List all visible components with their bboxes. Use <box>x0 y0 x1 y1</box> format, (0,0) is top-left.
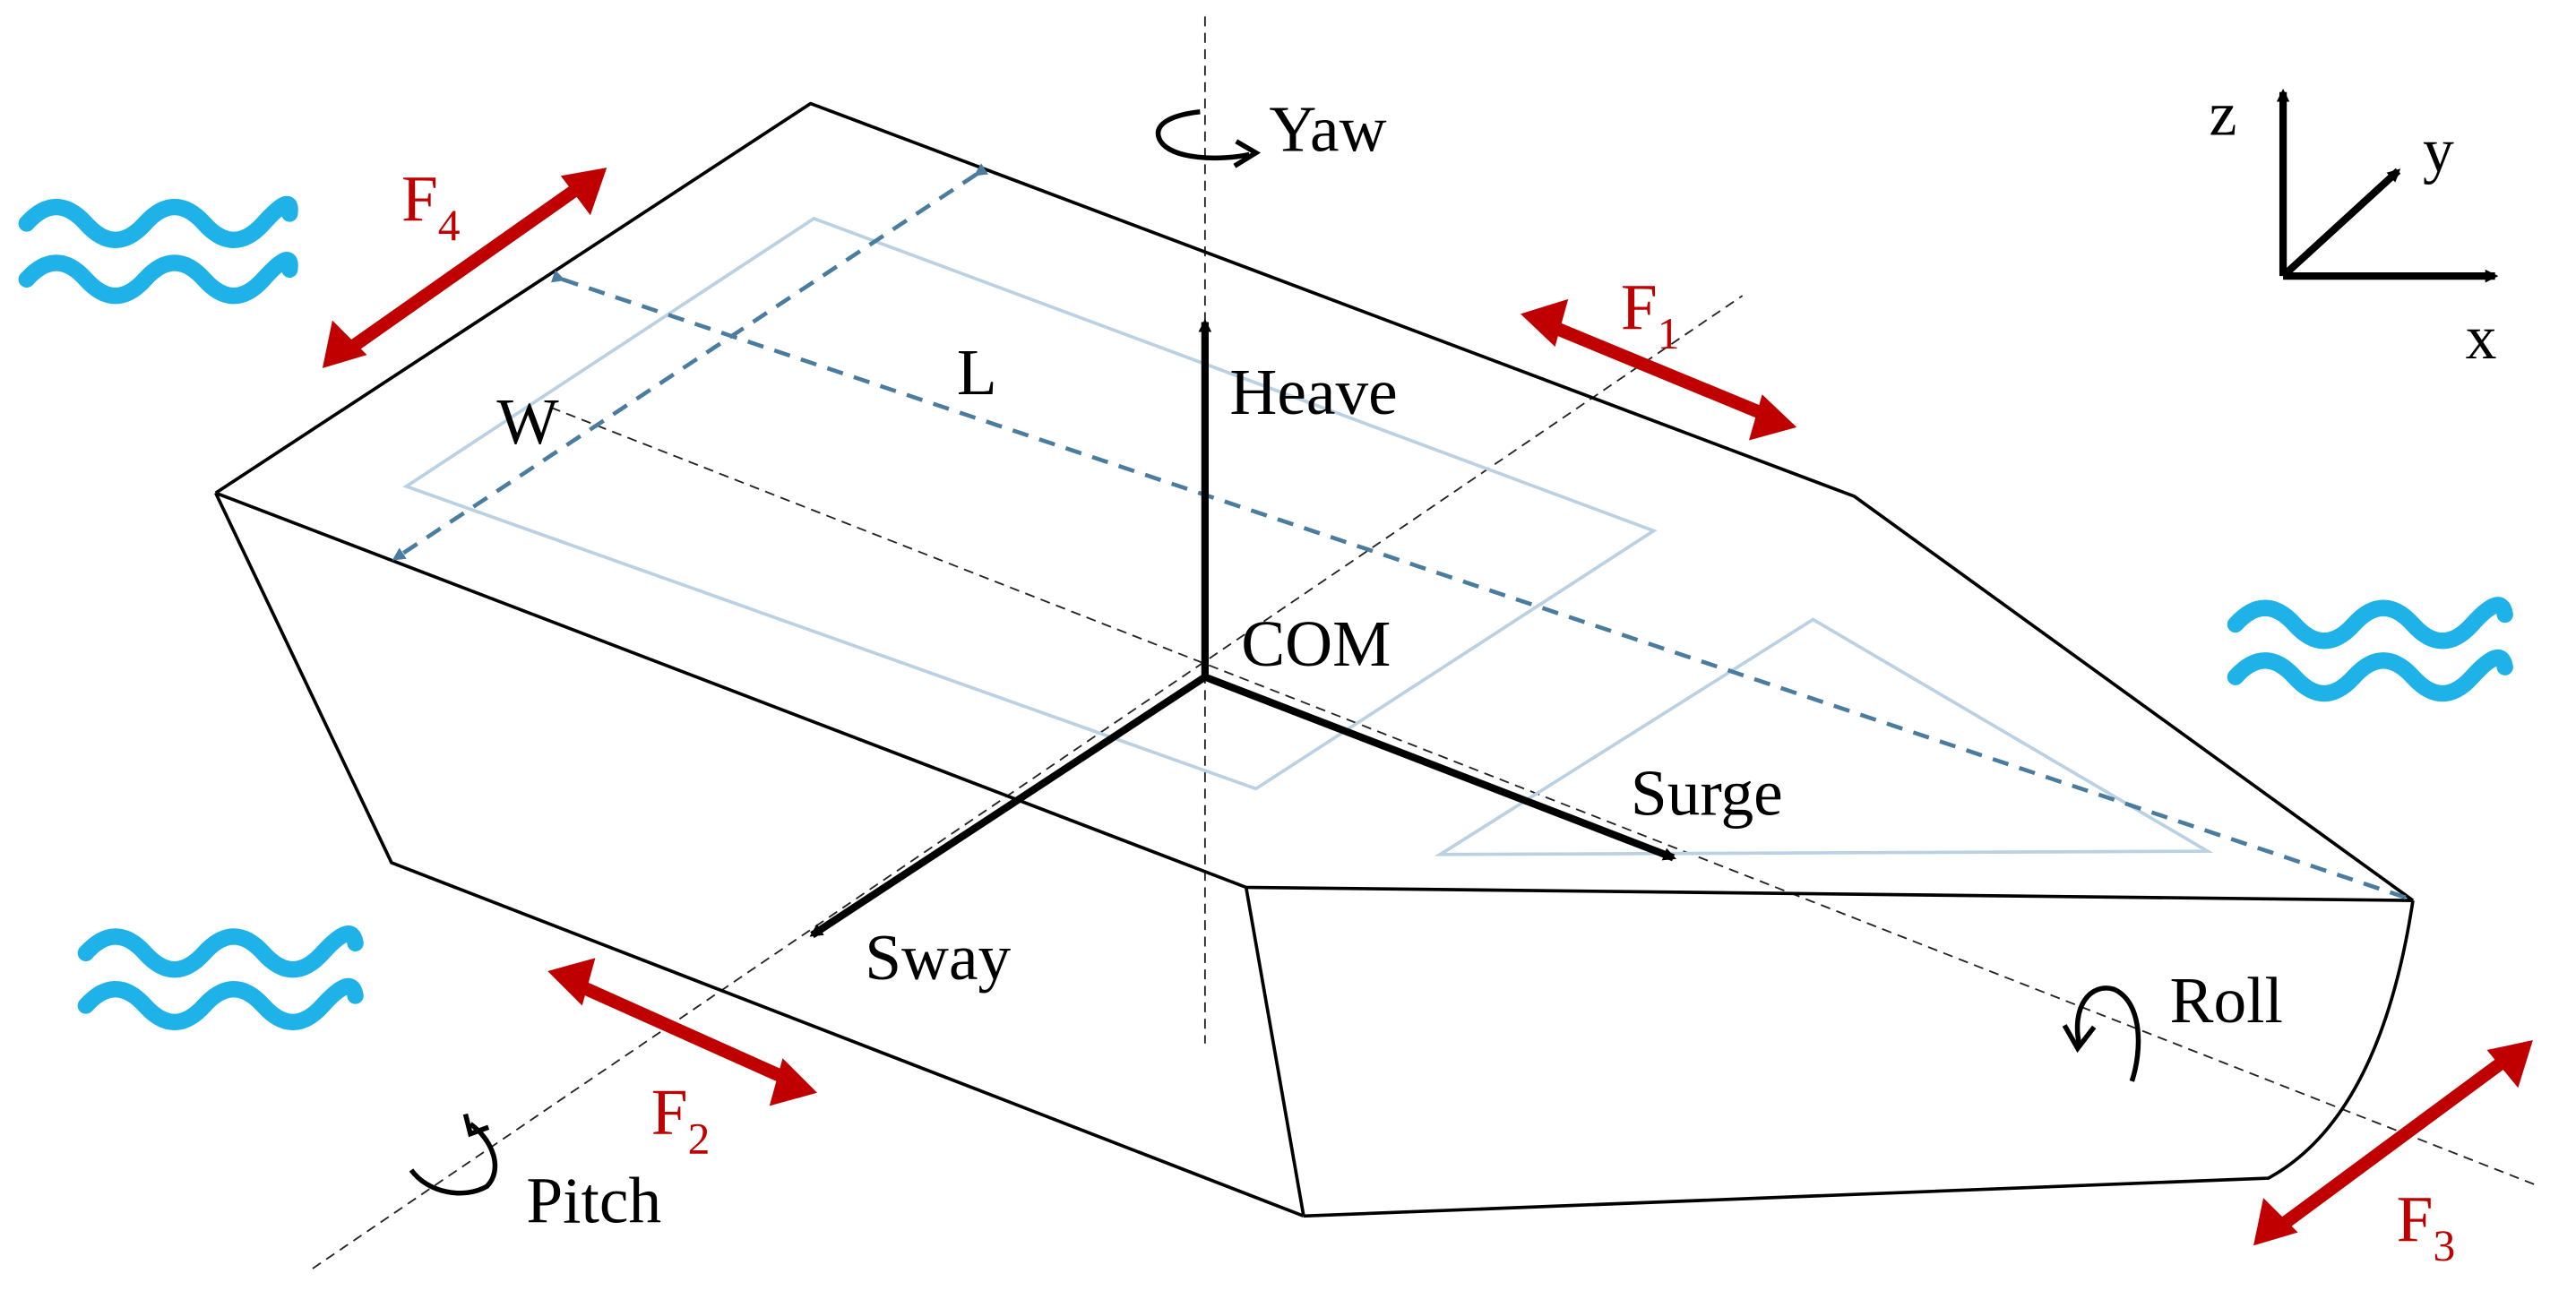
diagram-labels: Yaw Heave COM Surge Sway Roll Pitch L W … <box>401 80 2497 1269</box>
sway-label: Sway <box>865 921 1011 994</box>
motion-axes <box>809 318 1677 939</box>
rotation-arrows <box>409 108 2141 1196</box>
dimension-arrows <box>392 163 2411 901</box>
width-label: W <box>496 385 559 458</box>
coord-x-label: x <box>2466 304 2497 373</box>
com-label: COM <box>1241 607 1391 680</box>
pitch-axis-line <box>312 295 1744 1269</box>
force-f3-label: F3 <box>2397 1183 2456 1270</box>
force-arrows <box>322 168 2533 1246</box>
hull-bottom-edge <box>1303 899 2415 1218</box>
deck-rectangle <box>402 216 1658 791</box>
force-f1-label: F1 <box>1621 271 1680 358</box>
force-f4-label: F4 <box>401 162 461 250</box>
bow-triangle <box>1434 617 2214 856</box>
coordinate-frame <box>2276 89 2499 283</box>
water-waves <box>18 195 2513 1030</box>
pitch-label: Pitch <box>526 1165 661 1237</box>
sway-arrow <box>809 674 1208 939</box>
yaw-label: Yaw <box>1269 93 1386 166</box>
yaw-rotation-icon <box>1155 108 1262 168</box>
force-f4-arrow <box>322 168 607 368</box>
coord-y-label: y <box>2423 116 2454 185</box>
width-dimension-line <box>392 163 989 561</box>
surge-label: Surge <box>1631 757 1783 830</box>
force-f1-arrow <box>1521 298 1797 441</box>
hull-bottom-left <box>214 492 1305 1218</box>
wave-icon-bottom-left <box>77 925 364 1030</box>
deck-plate <box>402 216 2214 856</box>
force-f3-arrow <box>2253 1040 2533 1246</box>
roll-axis-line <box>550 407 2540 1188</box>
hull-transom-edge <box>1244 887 1305 1217</box>
hull-deck-edge <box>214 101 2415 902</box>
roll-label: Roll <box>2170 964 2283 1037</box>
axis-guide-lines <box>312 16 2540 1269</box>
hull-side-edge <box>215 491 2414 902</box>
force-f2-arrow <box>547 958 818 1106</box>
surge-arrow <box>1203 673 1677 862</box>
force-f2-label: F2 <box>651 1076 711 1164</box>
wave-icon-right <box>2227 597 2513 702</box>
heave-label: Heave <box>1229 356 1397 428</box>
length-dimension-line <box>550 270 2411 901</box>
coord-z-label: z <box>2210 80 2237 149</box>
roll-rotation-icon <box>2062 985 2141 1082</box>
hull <box>214 101 2415 1218</box>
coord-y-axis <box>2280 168 2401 280</box>
pitch-rotation-icon <box>409 1113 498 1196</box>
length-label: L <box>957 336 997 409</box>
wave-icon-top-left <box>18 195 298 305</box>
